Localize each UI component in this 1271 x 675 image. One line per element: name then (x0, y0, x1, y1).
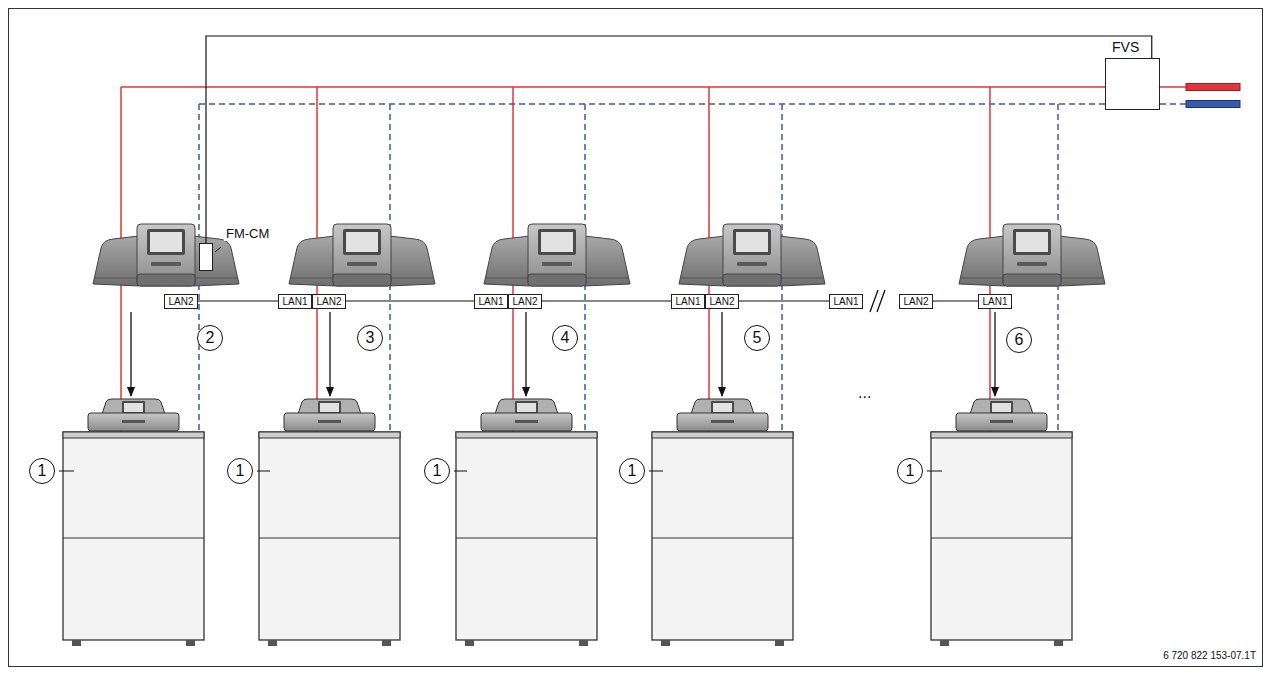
port-label: LAN1 (675, 296, 700, 307)
signal-wire (198, 300, 279, 301)
port-box: LAN1 (671, 294, 704, 309)
port-box: LAN2 (164, 294, 197, 309)
port-label: LAN2 (903, 296, 928, 307)
port-label: LAN2 (168, 296, 193, 307)
signal-wire (346, 300, 475, 301)
port-box: LAN2 (312, 294, 345, 309)
port-label: LAN1 (982, 296, 1007, 307)
port-label: LAN1 (833, 296, 858, 307)
callout-number: 2 (197, 325, 223, 351)
callout-text: 1 (906, 463, 915, 479)
port-label: LAN1 (478, 296, 503, 307)
port-label: LAN2 (512, 296, 537, 307)
signal-wire (206, 36, 1152, 243)
signal-wire (933, 300, 979, 301)
port-box: LAN2 (899, 294, 932, 309)
callout-number: 1 (29, 458, 55, 484)
part-label: FVS (1110, 40, 1141, 55)
port-label: LAN2 (316, 296, 341, 307)
continuation-mark: ... (858, 384, 871, 402)
callout-number: 3 (357, 325, 383, 351)
callout-text: 1 (433, 463, 442, 479)
port-label: LAN2 (709, 296, 734, 307)
port-box: LAN2 (508, 294, 541, 309)
callout-text: 4 (561, 330, 570, 346)
port-box: LAN1 (829, 294, 862, 309)
callout-number: 1 (424, 458, 450, 484)
callout-text: 6 (1015, 332, 1024, 348)
port-box: LAN1 (474, 294, 507, 309)
port-box: LAN1 (978, 294, 1011, 309)
callout-text: 1 (628, 463, 637, 479)
callout-text: 2 (206, 330, 215, 346)
callout-number: 1 (619, 458, 645, 484)
callout-number: 6 (1006, 327, 1032, 353)
port-label: LAN1 (282, 296, 307, 307)
callout-number: 1 (227, 458, 253, 484)
module-box: FM-CM (199, 243, 213, 271)
callout-text: 5 (753, 330, 762, 346)
part-label: FM-CM (224, 227, 271, 241)
figure-number: 6 720 822 153-07.1T (1163, 650, 1256, 661)
signal-wire (542, 300, 672, 301)
port-box: LAN1 (278, 294, 311, 309)
callout-number: 1 (897, 458, 923, 484)
callout-text: 1 (38, 463, 47, 479)
callout-text: 3 (366, 330, 375, 346)
callout-text: 1 (236, 463, 245, 479)
callout-number: 5 (744, 325, 770, 351)
device-box: FVS (1105, 58, 1160, 110)
port-box: LAN2 (705, 294, 738, 309)
signal-wire (739, 300, 830, 301)
callout-number: 4 (552, 325, 578, 351)
